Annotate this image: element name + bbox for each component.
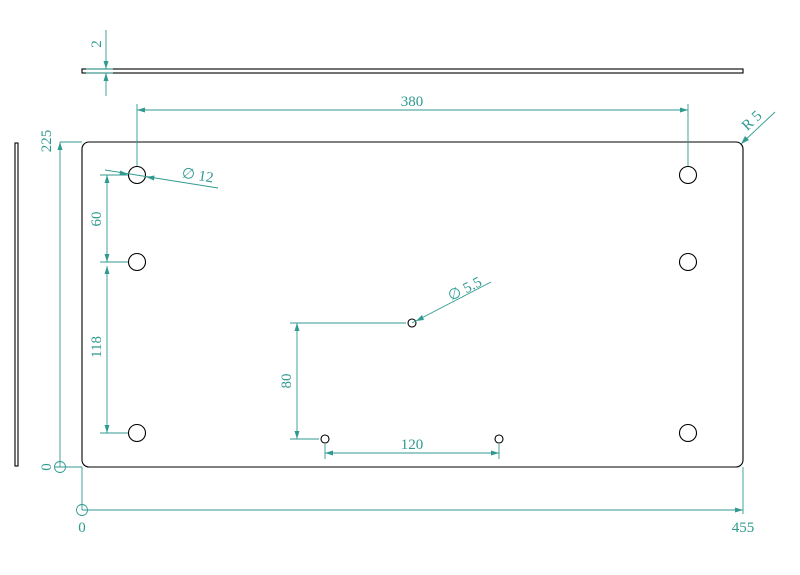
side-view-profile [81, 68, 744, 74]
large-hole-bottom-left [127, 423, 147, 443]
hole-pitch-118-label: 118 [89, 336, 105, 358]
origin-y-label: 0 [39, 463, 55, 471]
small-holes [320, 318, 504, 444]
corner-radius-dimension: R 5 [739, 108, 776, 145]
thickness-dimension: 2 [86, 30, 113, 96]
hole-spacing-380-dimension: 380 [136, 94, 689, 166]
edge-view-profile [14, 142, 19, 467]
corner-radius-label: R 5 [739, 108, 765, 134]
overall-height-dimension: 225 0 [39, 130, 82, 473]
large-hole-mid-right [678, 252, 698, 272]
hole-pitch-dimensions: 60 118 [89, 174, 128, 434]
large-hole-diameter-dimension: ∅ 12 [104, 166, 219, 189]
small-hole-offset-dimension: 80 [279, 322, 406, 440]
overall-width-dimension: 0 455 [76, 467, 755, 536]
small-hole-offset-label: 80 [279, 374, 295, 389]
large-hole-mid-left [127, 252, 147, 272]
small-hole-bottom-right [494, 434, 504, 444]
hole-pitch-60-label: 60 [89, 212, 105, 227]
overall-height-label: 225 [39, 130, 55, 153]
large-holes [127, 165, 698, 443]
small-hole-spacing-dimension: 120 [324, 437, 500, 459]
plate-outline [81, 141, 744, 468]
small-hole-bottom-left [320, 434, 330, 444]
thickness-label: 2 [89, 40, 105, 48]
small-hole-spacing-label: 120 [401, 437, 424, 453]
origin-x-label: 0 [78, 520, 86, 536]
small-hole-diameter-dimension: ∅ 5.5 [411, 274, 492, 324]
large-hole-bottom-right [678, 423, 698, 443]
large-hole-top-right [678, 165, 698, 185]
hole-spacing-380-label: 380 [401, 94, 424, 110]
large-hole-diameter-label: ∅ 12 [181, 166, 215, 187]
overall-width-label: 455 [732, 520, 755, 536]
small-hole-diameter-label: ∅ 5.5 [446, 274, 485, 304]
